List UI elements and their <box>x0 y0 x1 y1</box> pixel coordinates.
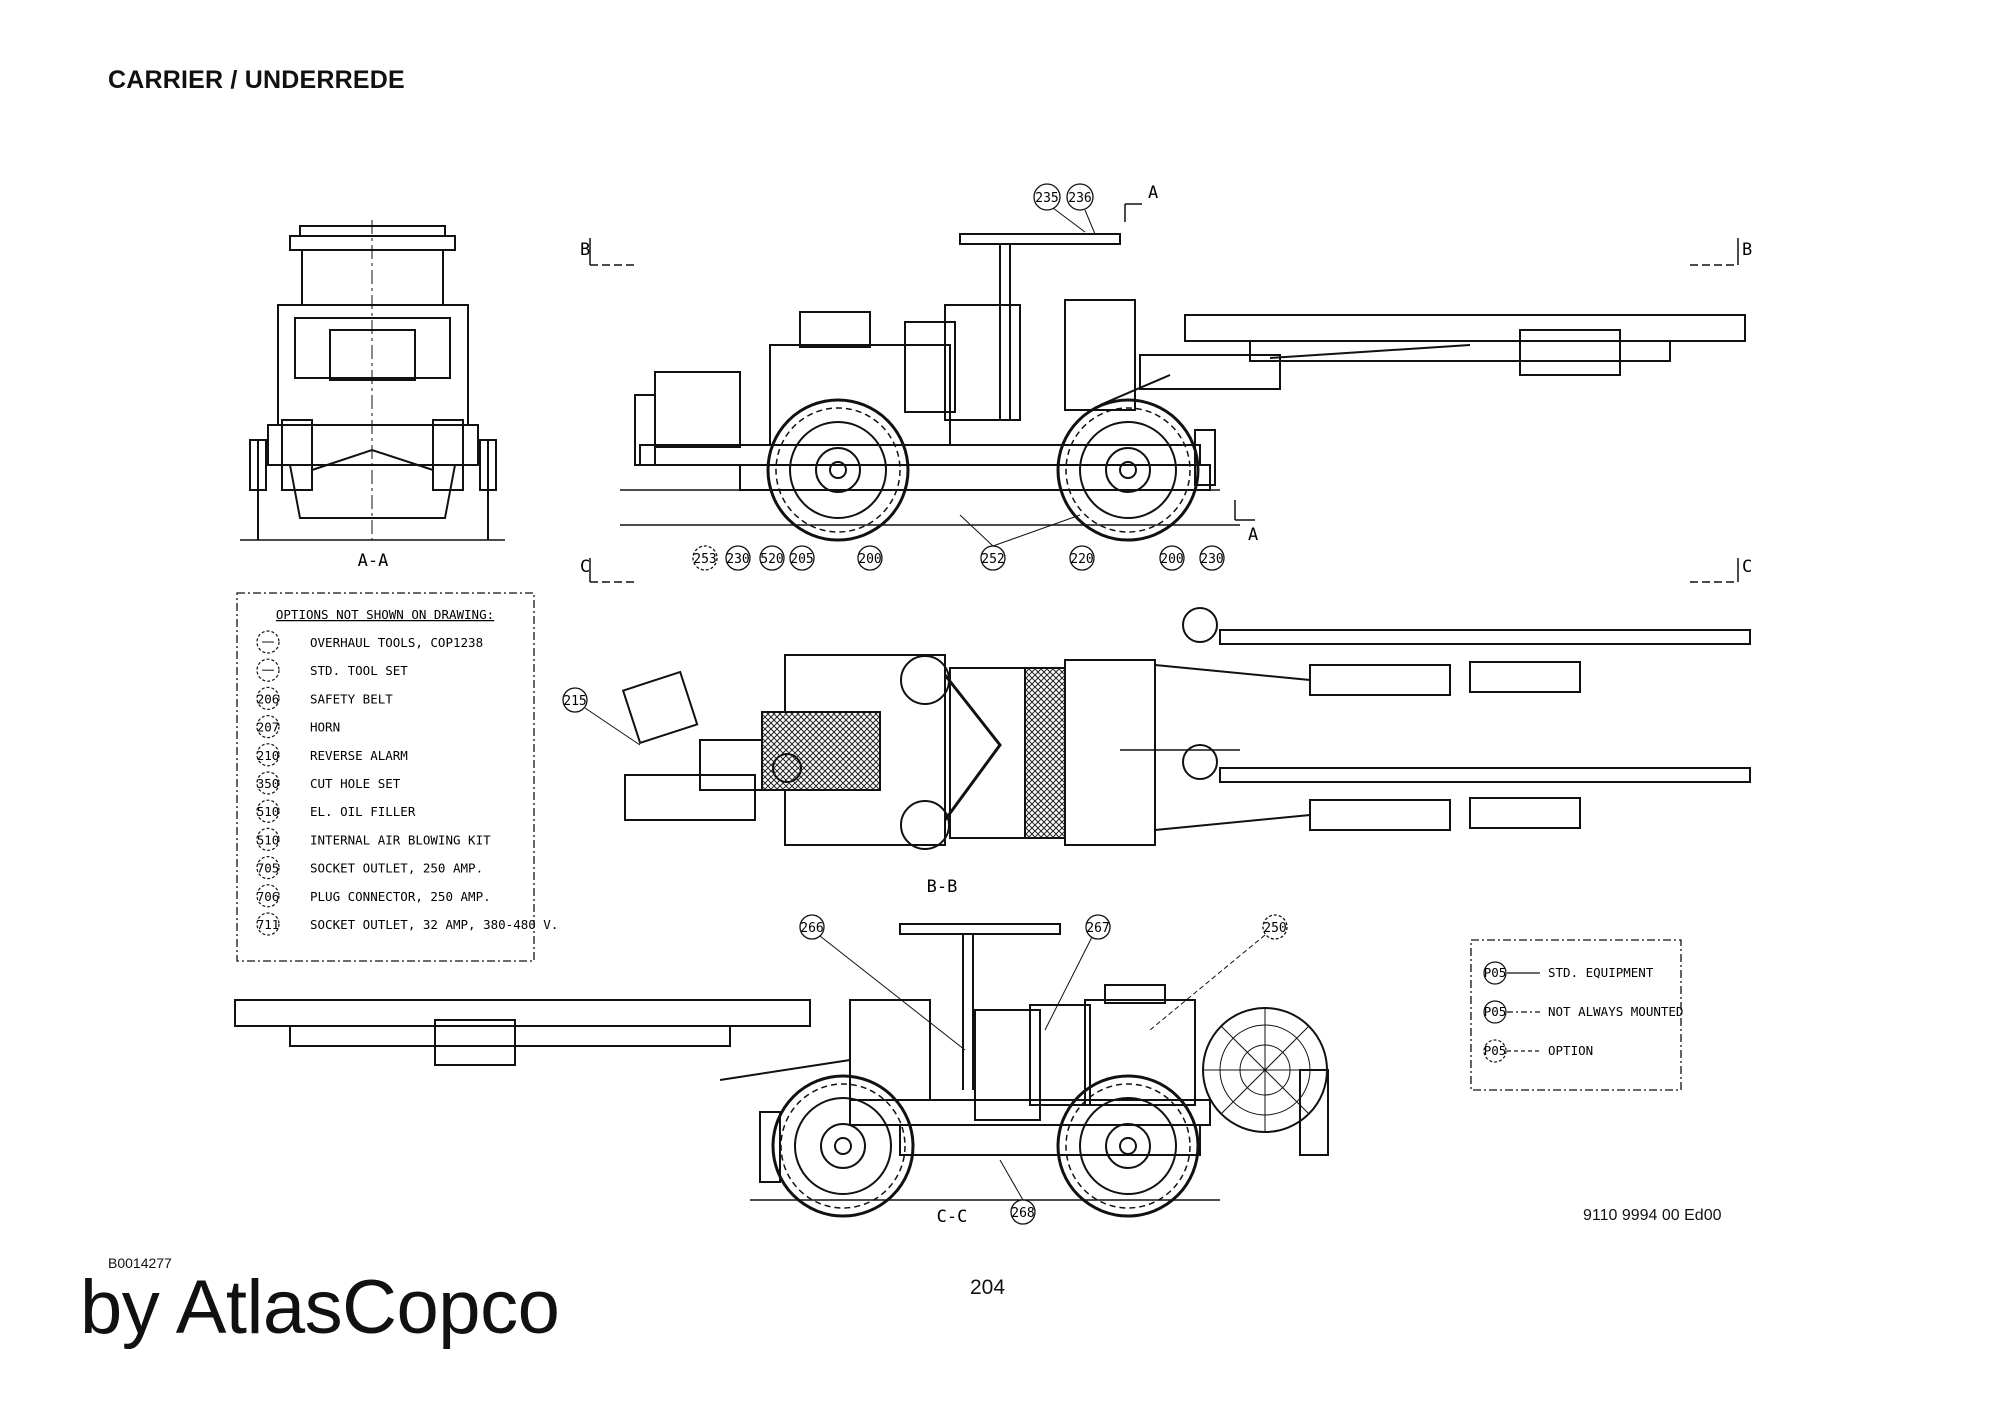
option-label: OVERHAUL TOOLS, COP1238 <box>310 635 483 650</box>
view-label-cc: C-C <box>937 1207 968 1227</box>
callout-200-b: 200 <box>1160 552 1183 567</box>
section-mark-b-right: B <box>1742 240 1752 260</box>
option-label: REVERSE ALARM <box>310 748 408 763</box>
option-label: PLUG CONNECTOR, 250 AMP. <box>310 889 491 904</box>
option-label: INTERNAL AIR BLOWING KIT <box>310 832 491 847</box>
legend-label: OPTION <box>1548 1043 1593 1058</box>
option-code: 207 <box>257 720 280 735</box>
option-code-circle <box>256 771 280 795</box>
callout-266: 266 <box>800 921 823 936</box>
option-code: 706 <box>257 889 280 904</box>
option-label: STD. TOOL SET <box>310 663 408 678</box>
section-mark-c-right: C <box>1742 557 1752 577</box>
callout-253: 253 <box>693 552 716 567</box>
option-code-circle <box>256 630 280 654</box>
callout-268: 268 <box>1011 1206 1034 1221</box>
callout-267: 267 <box>1086 921 1109 936</box>
option-label: SOCKET OUTLET, 250 AMP. <box>310 861 483 876</box>
callout-230-a: 230 <box>726 552 749 567</box>
page-number: 204 <box>970 1276 1006 1299</box>
view-side-right <box>620 233 1746 491</box>
option-code: 705 <box>257 861 280 876</box>
section-mark-c-left: C <box>580 557 590 577</box>
legend-label: STD. EQUIPMENT <box>1548 965 1654 980</box>
option-code-circle <box>256 686 280 711</box>
page-title: CARRIER / UNDERREDE <box>108 66 405 94</box>
option-label: SOCKET OUTLET, 32 AMP, 380-480 V. <box>310 917 558 932</box>
legend-code: P05 <box>1484 1043 1507 1058</box>
option-code-circle <box>256 658 280 682</box>
option-code-circle <box>256 827 280 852</box>
options-box-title: OPTIONS NOT SHOWN ON DRAWING: <box>276 607 494 622</box>
document-number: 9110 9994 00 Ed00 <box>1583 1207 1722 1224</box>
options-box: OPTIONS NOT SHOWN ON DRAWING: OVERHAUL T… <box>236 592 558 962</box>
callout-205: 205 <box>790 552 813 567</box>
callout-250: 250 <box>1263 921 1286 936</box>
reference-code: B0014277 <box>108 1255 172 1271</box>
callout-230-b: 230 <box>1200 552 1223 567</box>
legend-circle <box>1483 1039 1507 1063</box>
option-code: 510 <box>257 804 280 819</box>
view-cc-side-left <box>234 923 1329 1201</box>
legend-code: P05 <box>1484 965 1507 980</box>
section-mark-a-top: A <box>1148 183 1158 203</box>
legend-label: NOT ALWAYS MOUNTED <box>1548 1004 1683 1019</box>
legend-code: P05 <box>1484 1004 1507 1019</box>
callout-215: 215 <box>563 694 586 709</box>
section-mark-a-bottom: A <box>1248 525 1258 545</box>
callout-220: 220 <box>1070 552 1093 567</box>
view-aa-front <box>240 220 505 541</box>
option-label: EL. OIL FILLER <box>310 804 416 819</box>
view-label-bb: B-B <box>927 877 958 897</box>
option-label: HORN <box>310 720 340 735</box>
option-label: SAFETY BELT <box>310 691 393 706</box>
callouts-side <box>692 183 1225 571</box>
option-code-circle <box>256 743 280 767</box>
option-code-circle <box>256 714 280 739</box>
callout-252: 252 <box>981 552 1004 567</box>
option-code: 206 <box>257 691 280 706</box>
option-code: 711 <box>257 917 280 932</box>
option-code: 210 <box>257 748 280 763</box>
section-mark-b-left: B <box>580 240 590 260</box>
option-code: 510 <box>257 832 280 847</box>
callout-200-a: 200 <box>858 552 881 567</box>
option-label: CUT HOLE SET <box>310 776 401 791</box>
option-code: 350 <box>257 776 280 791</box>
option-code-circle <box>256 799 280 823</box>
legend-circle <box>1483 1000 1507 1024</box>
callout-236: 236 <box>1068 191 1091 206</box>
callout-circle-215 <box>562 687 588 713</box>
view-bb-top <box>621 607 1751 850</box>
callout-520: 520 <box>760 552 783 567</box>
fan-guard <box>1202 1007 1328 1133</box>
brand-watermark: by AtlasCopco <box>80 1265 560 1350</box>
view-label-aa: A-A <box>358 551 389 571</box>
option-code-circle <box>256 855 280 880</box>
section-marks <box>589 203 1739 583</box>
legend-circle <box>1483 961 1507 985</box>
option-code-circle <box>256 884 280 908</box>
option-code-circle <box>256 912 280 936</box>
callout-235: 235 <box>1035 191 1058 206</box>
